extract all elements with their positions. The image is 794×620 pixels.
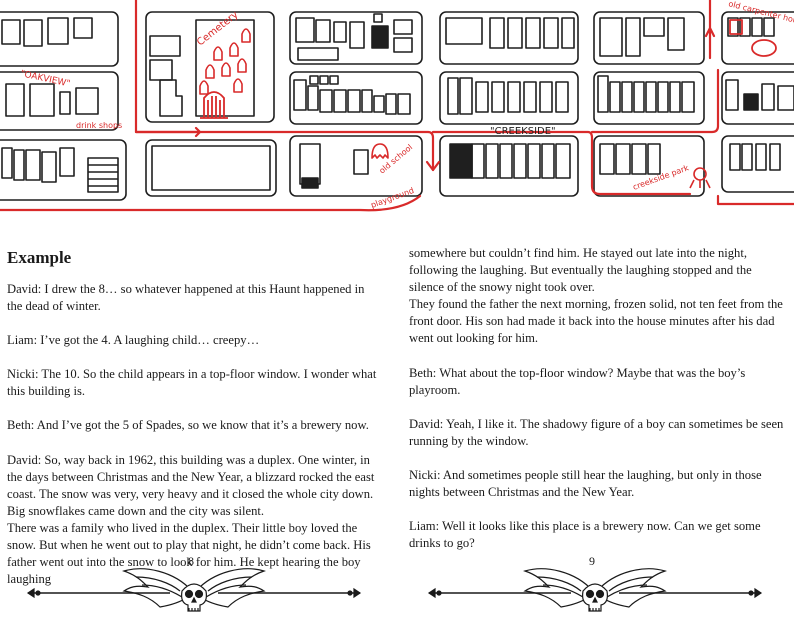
map-block: [721, 135, 794, 193]
map-block-school: [289, 135, 423, 197]
section-heading: Example: [7, 248, 72, 267]
ghost-icon: [371, 143, 389, 159]
map-block: [439, 135, 579, 197]
right-page-column: somewhere but couldn’t find him. He stay…: [409, 245, 787, 569]
map-block: [721, 71, 794, 125]
map-block: [289, 11, 423, 65]
map-block: [0, 71, 119, 131]
winged-skull-icon: [26, 568, 362, 612]
map-block: [145, 139, 277, 197]
map-block: [0, 139, 127, 201]
dialogue-paragraph: Liam: I’ve got the 4. A laughing child… …: [7, 333, 260, 348]
label-drink-shops: drink shops: [76, 121, 122, 130]
shop-stripes: [87, 157, 119, 193]
winged-skull-ornament-right: [427, 568, 763, 612]
dialogue-paragraph: They found the father the next morning, …: [409, 297, 783, 346]
dialogue-paragraph: Beth: And I’ve got the 5 of Spades, so w…: [7, 418, 369, 433]
dialogue-paragraph: David: I drew the 8… so whatever happene…: [7, 282, 365, 314]
map-block: [439, 71, 579, 125]
dialogue-paragraph: There was a family who lived in the dupl…: [7, 520, 371, 587]
dialogue-paragraph: Nicki: And sometimes people still hear t…: [409, 467, 762, 500]
map-block: [439, 11, 579, 65]
dialogue-paragraph: David: So, way back in 1962, this buildi…: [7, 452, 375, 518]
map-block: [593, 71, 705, 125]
map-block-cemetery: [145, 11, 275, 123]
dialogue-paragraph: somewhere but couldn’t find him. He stay…: [409, 246, 752, 295]
dialogue-paragraph: Beth: What about the top-floor window? M…: [409, 365, 746, 397]
cemetery-gate-icon: [200, 91, 228, 119]
page-number-left: 8: [188, 554, 194, 568]
map-block: [289, 71, 423, 125]
map-block-carpenter: [721, 11, 794, 65]
map-block: [0, 11, 119, 67]
left-page-column: Example David: I drew the 8… so whatever…: [7, 243, 377, 588]
page-number-right: 9: [589, 554, 595, 568]
park-creature-icon: [689, 167, 711, 189]
house-scribble: [729, 19, 777, 57]
dialogue-paragraph: Nicki: The 10. So the child appears in a…: [7, 367, 377, 399]
winged-skull-ornament-left: [26, 568, 362, 612]
label-playground: playground: [370, 186, 416, 210]
label-creekside: "CREEKSIDE": [490, 126, 556, 137]
map-block: [593, 11, 705, 65]
map-block-park: [593, 135, 705, 197]
cemetery-graves: [199, 28, 251, 95]
winged-skull-icon: [427, 568, 763, 612]
neighborhood-map: "OAKVIEW" Cemetery drink shops old schoo…: [0, 0, 794, 212]
dialogue-paragraph: Liam: Well it looks like this place is a…: [409, 519, 761, 551]
route-path: [0, 0, 794, 212]
label-old-school: old school: [378, 143, 415, 176]
label-creekside-park: creekside park: [632, 163, 691, 192]
dialogue-paragraph: David: Yeah, I like it. The shadowy figu…: [409, 416, 784, 448]
